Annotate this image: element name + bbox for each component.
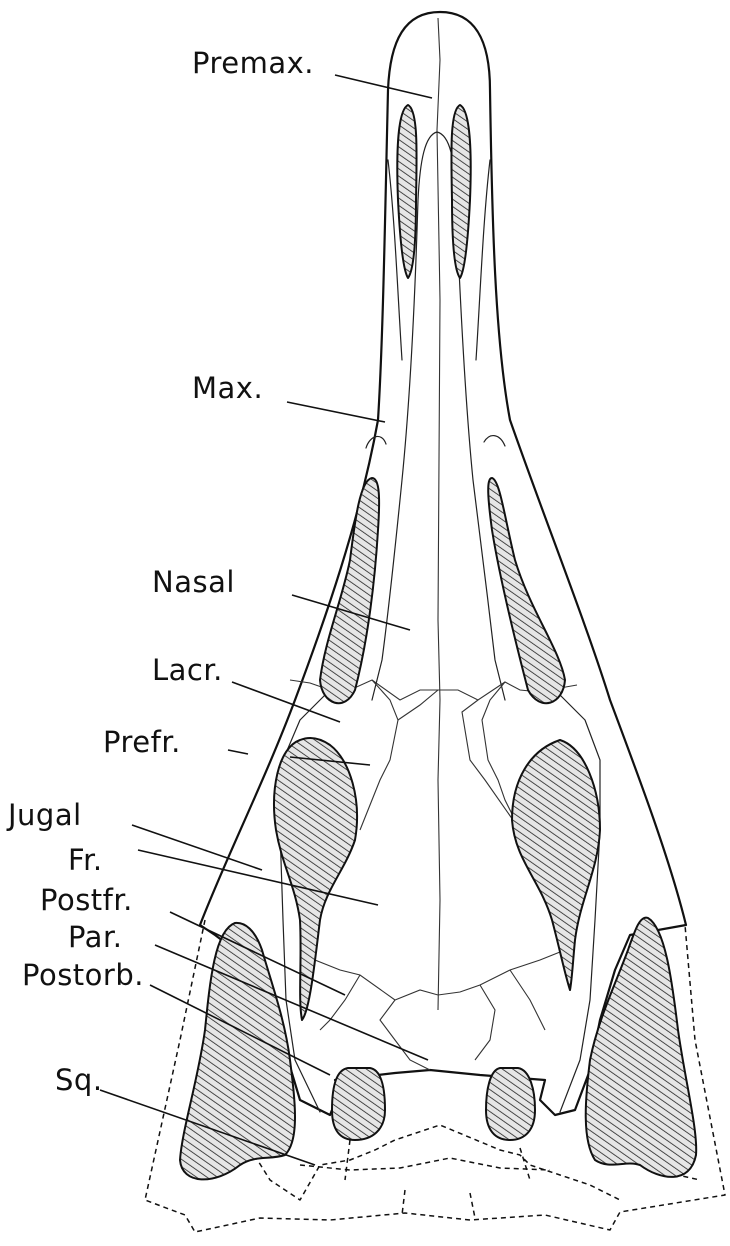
label-premax: Premax. bbox=[192, 46, 314, 80]
labels: Premax. Max. Nasal Lacr. Prefr. Jugal Fr… bbox=[6, 46, 314, 1097]
skull-outline bbox=[200, 12, 686, 1115]
label-prefr: Prefr. bbox=[103, 725, 181, 759]
label-lacr: Lacr. bbox=[152, 653, 223, 687]
label-postorb: Postorb. bbox=[22, 958, 144, 992]
left-orbit bbox=[274, 738, 357, 1020]
left-naris bbox=[397, 105, 416, 278]
label-sq: Sq. bbox=[55, 1063, 103, 1097]
right-supratemporal-fenestra bbox=[486, 1068, 535, 1140]
left-lateral-temporal-fenestra bbox=[180, 923, 295, 1180]
label-jugal: Jugal bbox=[6, 798, 82, 832]
label-max: Max. bbox=[192, 371, 263, 405]
right-antorbital-fenestra bbox=[488, 478, 565, 703]
bone-boundaries bbox=[280, 18, 600, 1112]
label-postfr: Postfr. bbox=[40, 883, 133, 917]
premax-leader bbox=[335, 75, 432, 98]
label-nasal: Nasal bbox=[152, 565, 235, 599]
label-fr: Fr. bbox=[68, 843, 103, 877]
prefr-leader bbox=[228, 750, 248, 754]
left-antorbital-fenestra bbox=[320, 478, 379, 703]
par-leader bbox=[155, 945, 428, 1060]
right-orbit bbox=[512, 740, 600, 990]
right-lateral-temporal-fenestra bbox=[586, 918, 696, 1177]
max-leader bbox=[287, 402, 385, 422]
left-supratemporal-fenestra bbox=[332, 1068, 385, 1140]
label-par: Par. bbox=[68, 920, 122, 954]
right-naris bbox=[451, 105, 470, 278]
maxilla-marks bbox=[366, 436, 505, 448]
